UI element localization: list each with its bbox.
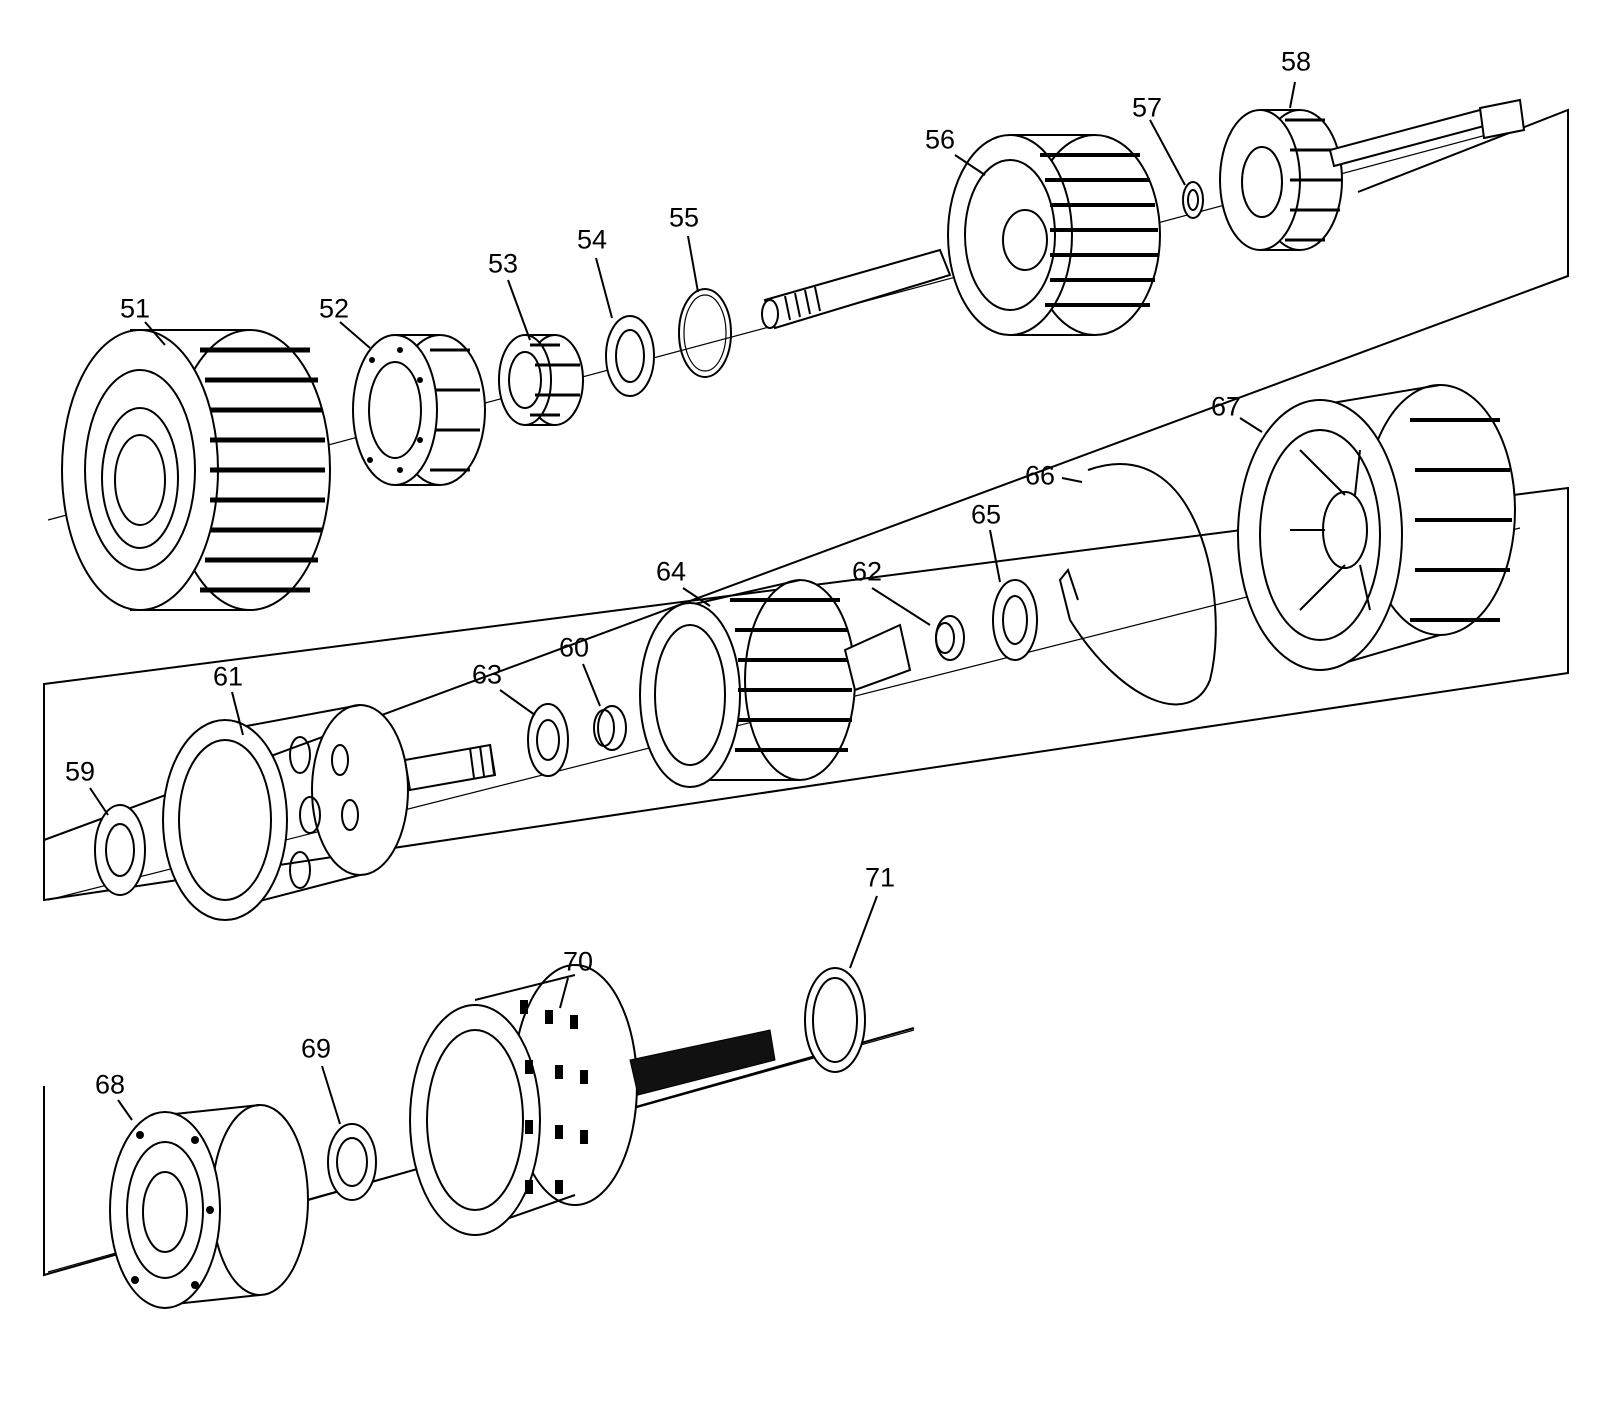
callout-71: 71 (864, 862, 896, 893)
middle-panel-outline (43, 486, 1569, 902)
part-57-bearing (1182, 181, 1204, 219)
part-65-seal (992, 579, 1038, 661)
leader-58 (1289, 81, 1296, 109)
callout-66: 66 (1024, 460, 1056, 491)
leader-59 (89, 787, 109, 816)
leader-69 (321, 1065, 341, 1125)
part-51-clutch-drum (61, 329, 331, 611)
leader-57 (1149, 119, 1186, 186)
leader-66 (1061, 477, 1083, 483)
leader-61 (231, 691, 244, 736)
callout-62: 62 (851, 556, 883, 587)
part-67-clutch-housing (1237, 384, 1516, 671)
leader-64 (682, 587, 711, 607)
leader-51 (144, 321, 166, 346)
leader-67 (1239, 417, 1263, 433)
callout-51: 51 (119, 293, 151, 324)
leader-55 (687, 235, 699, 293)
callout-60: 60 (558, 632, 590, 663)
leader-lines (89, 81, 1296, 1125)
leader-56 (954, 154, 986, 176)
callout-64: 64 (655, 556, 687, 587)
part-56-shaft-drum (761, 134, 1161, 336)
part-54-washer (605, 315, 655, 397)
leader-54 (595, 257, 613, 319)
part-68-carrier (109, 1104, 309, 1309)
part-61-ring-gear (162, 704, 497, 921)
callout-58: 58 (1280, 46, 1312, 77)
part-52-carrier (352, 334, 486, 486)
leader-65 (989, 529, 1001, 583)
callout-65: 65 (970, 499, 1002, 530)
callout-56: 56 (924, 124, 956, 155)
part-66-snap-ring (1058, 463, 1217, 706)
leader-71 (849, 895, 878, 969)
part-58-gear-shaft (1219, 98, 1526, 251)
part-59-bearing (94, 804, 146, 896)
leader-70 (559, 977, 569, 1009)
part-55-ring (678, 288, 732, 378)
part-69-washer (327, 1123, 377, 1201)
leader-63 (499, 689, 536, 716)
callout-63: 63 (471, 659, 503, 690)
callout-70: 70 (562, 946, 594, 977)
part-62-ring (935, 615, 965, 661)
leader-68 (117, 1099, 133, 1121)
part-60-bushing (593, 705, 627, 751)
part-63-washer (527, 703, 569, 777)
callout-59: 59 (64, 756, 96, 787)
callout-67: 67 (1210, 391, 1242, 422)
leader-53 (507, 279, 531, 341)
callout-53: 53 (487, 248, 519, 279)
part-71-ring (804, 967, 866, 1073)
leader-62 (871, 587, 931, 626)
top-panel-outline (43, 108, 1569, 841)
part-70-drum-shaft (409, 964, 776, 1236)
part-53-gear (498, 334, 584, 426)
callout-55: 55 (668, 202, 700, 233)
callout-57: 57 (1131, 92, 1163, 123)
leader-60 (582, 663, 601, 707)
leader-52 (339, 321, 371, 349)
callout-52: 52 (318, 293, 350, 324)
callout-61: 61 (212, 661, 244, 692)
callout-54: 54 (576, 224, 608, 255)
part-64-clutch-hub (639, 579, 912, 788)
callout-69: 69 (300, 1033, 332, 1064)
callout-68: 68 (94, 1069, 126, 1100)
